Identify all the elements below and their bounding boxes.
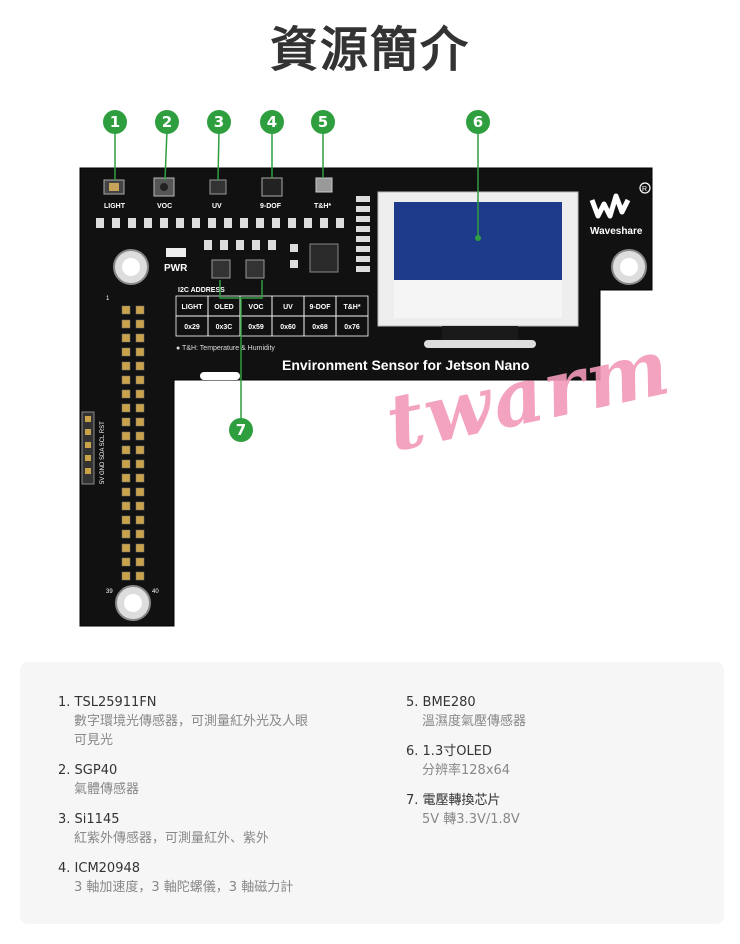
spec-panel: 1. TSL25911FN 數字環境光傳感器，可測量紅外光及人眼可見光 2. SGP… <box>20 662 724 924</box>
i2c-value-cell: 0x3C <box>216 324 233 331</box>
spec-item-title: 4. ICM20948 <box>58 861 141 876</box>
oled-ribbon <box>442 326 518 342</box>
page-title: 資源簡介 <box>269 22 470 78</box>
brand-name: Waveshare <box>590 226 643 237</box>
spec-item-title: 5. BME280 <box>406 695 476 710</box>
sensor-label: LIGHT <box>104 203 126 210</box>
sensor-label: T&H* <box>314 203 331 210</box>
sensor-label: UV <box>212 203 222 210</box>
i2c-header-cell: VOC <box>248 304 263 311</box>
i2c-header-cell: T&H* <box>343 304 360 311</box>
spec-item-description: 數字環境光傳感器，可測量紅外光及人眼 <box>74 714 309 729</box>
product-name: Environment Sensor for Jetson Nano <box>282 357 529 373</box>
i2c-value-cell: 0x59 <box>248 324 264 331</box>
spec-item-title: 7. 電壓轉換芯片 <box>406 793 501 808</box>
svg-text:R: R <box>642 186 647 193</box>
spec-item-title: 2. SGP40 <box>58 763 118 778</box>
spec-list-right: 5. BME280 溫濕度氣壓傳感器 6. 1.3寸OLED 分辨率128x64 7. … <box>406 694 706 841</box>
pin-number-1: 1 <box>106 296 110 302</box>
spec-item: 3. Si1145 紅紫外傳感器，可測量紅外、紫外 <box>58 811 358 848</box>
callout-6: 6 <box>466 110 490 134</box>
i2c-header-cell: 9-DOF <box>310 304 332 311</box>
i2c-header-cell: OLED <box>214 304 233 311</box>
spec-item-description: 溫濕度氣壓傳感器 <box>422 714 527 729</box>
i2c-header-cell: UV <box>283 304 293 311</box>
spec-item: 4. ICM20948 3 軸加速度，3 軸陀螺儀，3 軸磁力計 <box>58 860 358 897</box>
spec-item: 1. TSL25911FN 數字環境光傳感器，可測量紅外光及人眼可見光 <box>58 694 358 750</box>
passive-components <box>96 196 370 272</box>
spec-item: 7. 電壓轉換芯片 5V 轉3.3V/1.8V <box>406 792 706 829</box>
callout-2: 2 <box>155 110 179 134</box>
i2c-address-table: LIGHT 0x29 OLED 0x3C VOC 0x59 UV 0x60 9-DOF 0x68 T… <box>175 295 369 337</box>
i2c-value-cell: 0x60 <box>280 324 296 331</box>
spec-item-description: 3 軸加速度，3 軸陀螺儀，3 軸磁力計 <box>74 880 294 895</box>
th-note: ● T&H: Temperature & Humidity <box>176 345 275 352</box>
spec-item-title: 1. TSL25911FN <box>58 695 157 710</box>
th-sensor-chip <box>315 177 333 193</box>
i2c-value-cell: 0x29 <box>184 324 200 331</box>
i2c-value-cell: 0x76 <box>344 324 360 331</box>
spec-item-title: 6. 1.3寸OLED <box>406 744 492 759</box>
callout-4: 4 <box>260 110 284 134</box>
spec-item-description: 5V 轉3.3V/1.8V <box>422 812 520 827</box>
level-shifter-chip-1 <box>211 259 231 279</box>
spec-item-description: 可見光 <box>74 733 114 748</box>
uv-sensor-chip <box>209 179 227 195</box>
spec-item-description: 分辨率128x64 <box>422 763 511 778</box>
spec-item: 5. BME280 溫濕度氣壓傳感器 <box>406 694 706 731</box>
callout-leaders <box>114 129 479 418</box>
spec-item: 6. 1.3寸OLED 分辨率128x64 <box>406 743 706 780</box>
sensor-label: VOC <box>157 203 172 210</box>
spec-item: 2. SGP40 氣體傳感器 <box>58 762 358 799</box>
spec-item-description: 紅紫外傳感器，可測量紅外、紫外 <box>74 831 270 846</box>
callout-7: 7 <box>229 418 253 442</box>
i2c-header-cell: LIGHT <box>182 304 204 311</box>
callout-3: 3 <box>207 110 231 134</box>
callout-5: 5 <box>311 110 335 134</box>
voltage-regulator-chip <box>309 243 339 273</box>
sensor-label: 9-DOF <box>260 203 282 210</box>
gpio-header <box>121 305 145 581</box>
pwr-label: PWR <box>164 263 188 274</box>
side-header-label: 5V GND SDA SCL RST <box>100 421 106 484</box>
spec-item-description: 氣體傳感器 <box>74 782 140 797</box>
power-led <box>166 248 186 257</box>
i2c-title: I2C ADDRESS <box>178 287 225 294</box>
pin-number-40: 40 <box>152 589 159 595</box>
spec-item-title: 3. Si1145 <box>58 812 120 827</box>
imu-sensor-chip <box>261 177 283 197</box>
i2c-value-cell: 0x68 <box>312 324 328 331</box>
spec-list-left: 1. TSL25911FN 數字環境光傳感器，可測量紅外光及人眼可見光 2. SGP… <box>58 694 358 909</box>
waveshare-logo: R Waveshare <box>589 182 651 237</box>
pin-number-39: 39 <box>106 589 113 595</box>
level-shifter-chip-2 <box>245 259 265 279</box>
callout-1: 1 <box>103 110 127 134</box>
